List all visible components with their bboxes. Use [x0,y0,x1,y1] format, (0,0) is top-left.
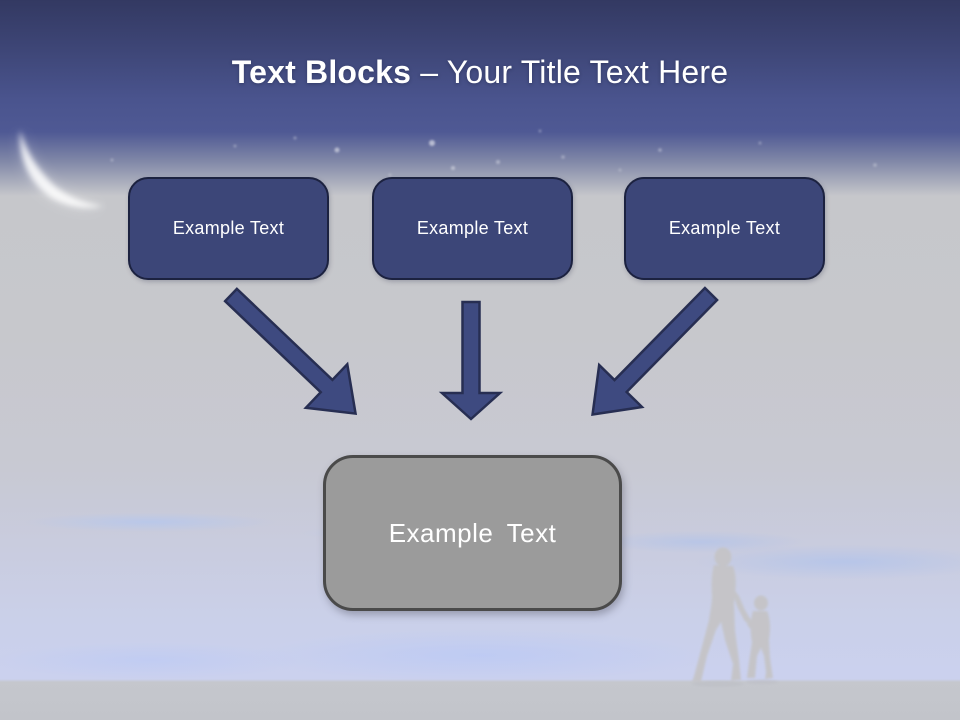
arrow-down-right-icon [223,287,358,416]
slide-title: Text Blocks – Your Title Text Here [0,54,960,91]
result-text-block[interactable]: Example Text [323,455,622,611]
stars [110,129,877,177]
text-block-2-label: Example Text [416,218,529,238]
adult-and-child-silhouette [692,547,778,687]
title-bold-text: Text Blocks [231,54,412,90]
text-block-3[interactable]: Example Text [624,177,825,280]
title-dash: – [420,54,439,90]
text-block-1[interactable]: Example Text [128,177,329,280]
title-regular-text: Your Title Text Here [446,54,729,90]
arrow-down-left-icon [591,286,719,417]
text-block-3-label: Example Text [668,218,781,238]
text-block-1-label: Example Text [172,218,285,238]
arrow-down-icon [438,300,504,421]
result-text-block-label: Example Text [388,517,557,548]
crescent-moon-icon [19,130,105,208]
text-block-2[interactable]: Example Text [372,177,573,280]
